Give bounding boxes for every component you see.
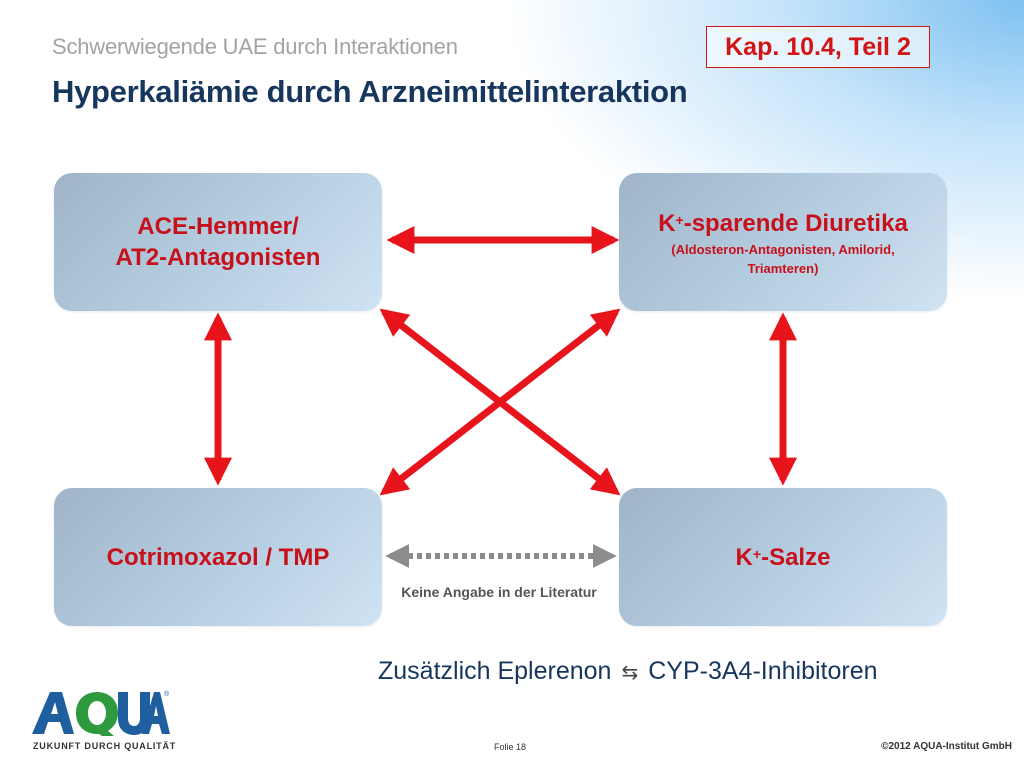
ksalze-main: -Salze (761, 543, 831, 571)
arrow-kdiuretika-cotrimoxazol (379, 308, 621, 496)
logo-tagline: ZUKUNFT DURCH QUALITÄT (33, 741, 177, 751)
logo-letter-a1-shape (32, 692, 74, 734)
interaction-arrows-icon: ⇆ (621, 662, 639, 684)
kdiuretika-title: K+-sparende Diuretika (658, 208, 908, 239)
chapter-label: Kap. 10.4, Teil 2 (706, 26, 930, 68)
aqua-logo: ® (32, 690, 170, 736)
kdiuretika-sub2: Triamteren) (747, 260, 819, 276)
copyright: ©2012 AQUA-Institut GmbH (881, 741, 1012, 752)
ace-line2: AT2-Antagonisten (115, 244, 321, 271)
additional-left: Zusätzlich Eplerenon (378, 657, 612, 685)
ksalze-title: K+-Salze (736, 542, 831, 573)
kdiuretika-main: -sparende Diuretika (683, 209, 908, 237)
kdiuretika-sup: + (675, 211, 684, 228)
cotrimoxazol-label: Cotrimoxazol / TMP (106, 543, 330, 571)
ace-line1: ACE-Hemmer/ (137, 213, 299, 240)
ksalze-prefix: K (735, 543, 753, 571)
logo-registered-mark: ® (164, 690, 170, 698)
additional-right: CYP-3A4-Inhibitoren (648, 657, 878, 685)
slide-number: Folie 18 (494, 742, 527, 752)
box-k-sparende-diuretika: K+-sparende Diuretika (Aldosteron-Antago… (619, 173, 947, 311)
ksalze-sup: + (752, 545, 762, 562)
slide-title: Hyperkaliämie durch Arzneimittelinterakt… (52, 74, 688, 109)
slide-subtitle: Schwerwiegende UAE durch Interaktionen (52, 34, 458, 59)
logo-letter-a2-shape (142, 692, 170, 734)
dashed-arrow-note: Keine Angabe in der Literatur (401, 584, 597, 600)
box-k-salze: K+-Salze (619, 488, 947, 626)
kdiuretika-sub1: (Aldosteron-Antagonisten, Amilorid, (671, 241, 895, 257)
box-cotrimoxazol: Cotrimoxazol / TMP (54, 488, 382, 626)
box-ace-hemmer: ACE-Hemmer/ AT2-Antagonisten (54, 173, 382, 311)
logo-letter-u-shape (118, 692, 150, 735)
kdiuretika-prefix: K (658, 209, 676, 237)
additional-interaction: Zusätzlich Eplerenon ⇆ CYP-3A4-Inhibitoren (378, 657, 878, 686)
logo-letter-q-shape (76, 692, 118, 736)
